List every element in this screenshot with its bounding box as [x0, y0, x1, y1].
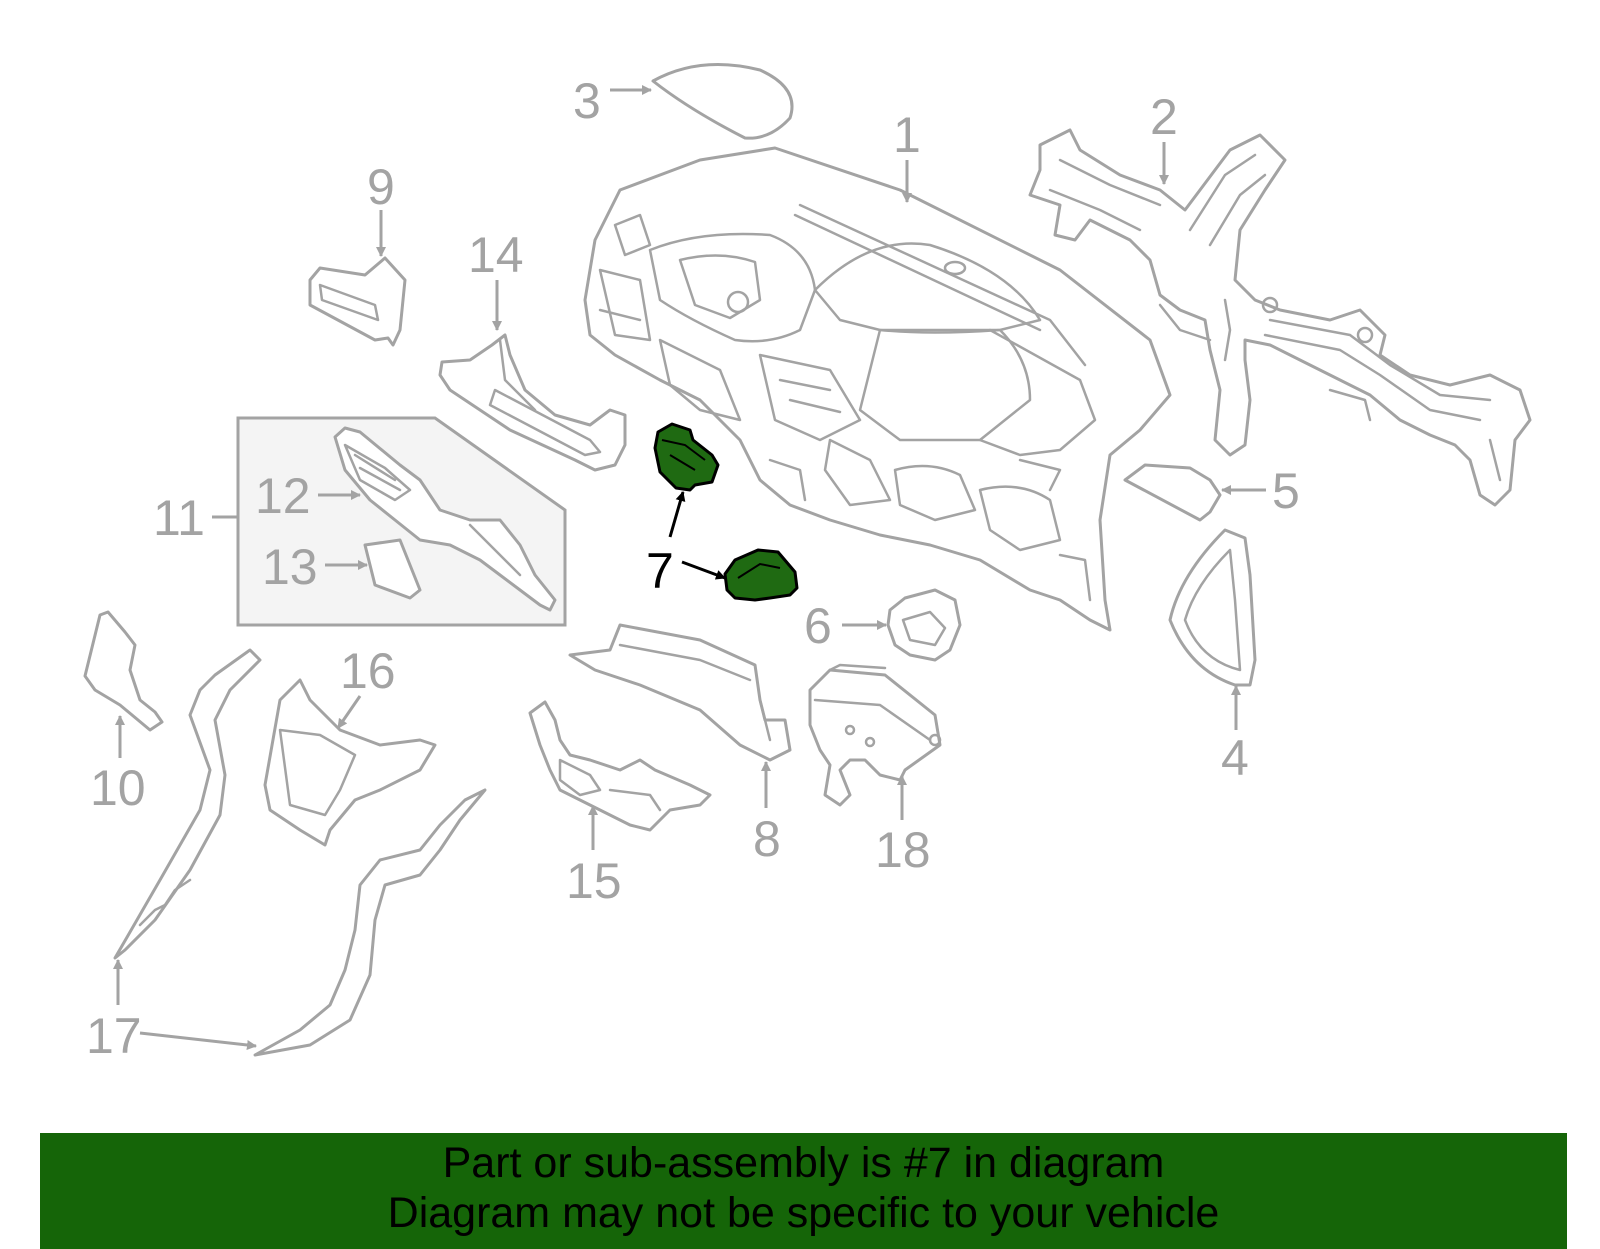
- callout-8: 8: [753, 811, 781, 867]
- part-7-highlighted-vent-upper: [653, 422, 720, 492]
- part-9-bracket: [308, 256, 407, 347]
- callout-16: 16: [340, 643, 396, 699]
- leader-17b: [139, 1031, 257, 1050]
- part-10-side-cover: [83, 610, 164, 732]
- part-8-lower-trim: [568, 623, 792, 762]
- callout-15: 15: [566, 853, 622, 909]
- part-3-cover: [651, 63, 794, 140]
- callout-6: 6: [804, 598, 832, 654]
- part-16-center-fascia: [263, 678, 437, 847]
- notice-banner: Part or sub-assembly is #7 in diagram Di…: [40, 1133, 1567, 1249]
- part-13-cover: [363, 538, 422, 600]
- banner-line-2: Diagram may not be specific to your vehi…: [387, 1189, 1220, 1237]
- callout-9: 9: [367, 159, 395, 215]
- part-12-panel: [333, 426, 557, 612]
- callout-10: 10: [90, 760, 146, 816]
- callout-4: 4: [1221, 730, 1249, 786]
- part-5-cover: [1123, 463, 1222, 522]
- callout-3: 3: [573, 73, 601, 129]
- callout-18: 18: [875, 822, 931, 878]
- part-7-highlighted-vent-lower: [723, 548, 799, 602]
- part-1-dashboard: [583, 146, 1172, 632]
- part-18-airbag-module: [808, 663, 942, 807]
- part-4-side-trim: [1168, 528, 1257, 687]
- callout-13: 13: [262, 539, 318, 595]
- callout-7: 7: [646, 543, 674, 599]
- part-17-trim: [113, 648, 487, 1057]
- leader-7a: [668, 491, 686, 538]
- callout-14: 14: [468, 227, 524, 283]
- banner-line-1: Part or sub-assembly is #7 in diagram: [442, 1139, 1165, 1187]
- part-15-bracket: [528, 700, 712, 832]
- callout-5: 5: [1272, 463, 1300, 519]
- leader-16: [336, 695, 362, 729]
- callout-2: 2: [1150, 89, 1178, 145]
- callout-12: 12: [255, 468, 311, 524]
- leader-7b: [681, 560, 726, 580]
- callout-11: 11: [153, 490, 205, 546]
- part-14-lower-panel: [438, 333, 627, 472]
- callout-1: 1: [893, 107, 921, 163]
- callout-17: 17: [86, 1008, 142, 1064]
- part-2-cowl-cross-bar: [1028, 128, 1532, 507]
- part-6-vent: [886, 588, 962, 662]
